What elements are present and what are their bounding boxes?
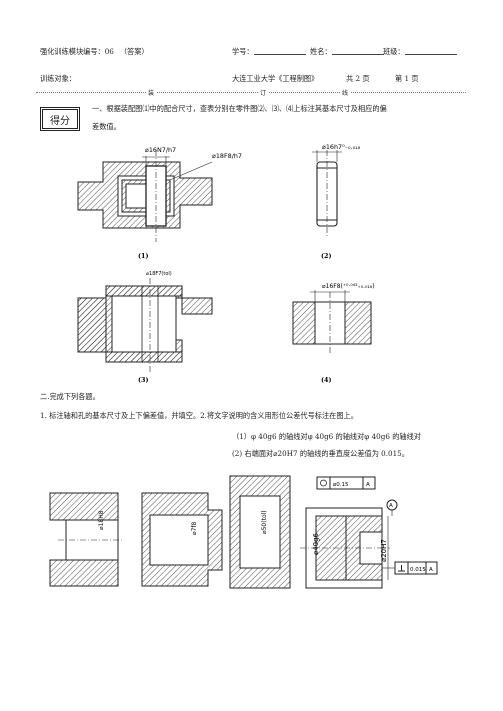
tolerance-1-value: ⌀0.15 <box>333 482 349 488</box>
section2-question1: 1. 标注轴和孔的基本尺寸及上下偏差值，并填空。2.将文字说明的含义用形位公差代… <box>40 411 358 420</box>
section2-title: 二.完成下列各题。 <box>40 392 100 401</box>
student-name-field[interactable]: 姓名： <box>310 48 384 56</box>
question1-line2: 差数值。 <box>92 122 121 131</box>
figure-1-assembly <box>77 150 213 242</box>
fig4-dim: ⌀16F8(⁺⁰·⁰⁴³₊₀.₀₁₆) <box>322 283 375 290</box>
training-target: 训练对象： <box>40 74 76 83</box>
bottom-dim-2: ⌀7f8 <box>191 521 198 535</box>
student-number-field[interactable]: 学号： <box>232 48 306 56</box>
binding-line: 装 订 线 <box>36 88 466 97</box>
bottom-bushing <box>229 475 291 589</box>
fig2-dim: ⌀16h7⁰₋₀.₀₁₈ <box>322 143 361 151</box>
bottom-dim-5: ⌀20H7 <box>380 539 388 562</box>
fig3-dim: ⌀18F7(tol) <box>146 271 172 277</box>
binding-mark-ding: 订 <box>258 88 269 97</box>
tolerance-2-ref: A <box>429 567 433 573</box>
bottom-dim-1: ⌀18H8 <box>98 510 105 530</box>
bottom-shaft-hole <box>49 492 124 587</box>
figure-4-label: (4) <box>321 376 332 384</box>
figure-2-pin <box>312 150 342 238</box>
page-number: 第 1 页 <box>395 74 419 83</box>
figure-3-label: (3) <box>138 376 149 384</box>
binding-mark-xian: 线 <box>340 88 351 97</box>
figure-3-fork <box>77 278 213 372</box>
bottom-sleeve <box>141 492 223 587</box>
course-name: 大连工业大学《工程制图》 <box>232 74 319 83</box>
fig1-dim-b: ⌀18F8/h7 <box>212 152 242 160</box>
bottom-dim-4: ⌀40g6 <box>312 532 320 555</box>
fig1-dim-a: ⌀16N7/h7 <box>145 146 176 154</box>
figure-2-label: (2) <box>321 252 332 260</box>
class-field[interactable]: 班级： <box>383 48 457 56</box>
datum-label: A <box>389 503 393 509</box>
binding-mark-zhuang: 装 <box>146 88 157 97</box>
tolerance-1-ref: A <box>366 482 370 488</box>
score-box: 得分 <box>40 107 80 131</box>
question1-line1: 一、根据装配图⑴中的配合尺寸，查表分别在零件图⑵、⑶、⑷上标注其基本尺寸及相应的… <box>92 104 387 113</box>
module-number: 强化训练模块编号：06（答案） <box>40 47 149 56</box>
section2-question2-line2: (2) 右端面对⌀20H7 的轴线的垂直度公差值为 0.015。 <box>232 449 409 458</box>
bottom-stepped-part <box>300 476 438 589</box>
section2-question2-line1: （1）φ 40g6 的轴线对φ 40g6 的轴线对φ 40g6 的轴线对 <box>232 432 421 441</box>
figure-4-block <box>292 290 372 354</box>
tolerance-2-value: 0.015 <box>410 567 426 573</box>
total-pages: 共 2 页 <box>346 74 370 83</box>
figure-1-label: (1) <box>138 252 149 260</box>
bottom-dim-3: ⌀50(tol) <box>261 510 268 534</box>
